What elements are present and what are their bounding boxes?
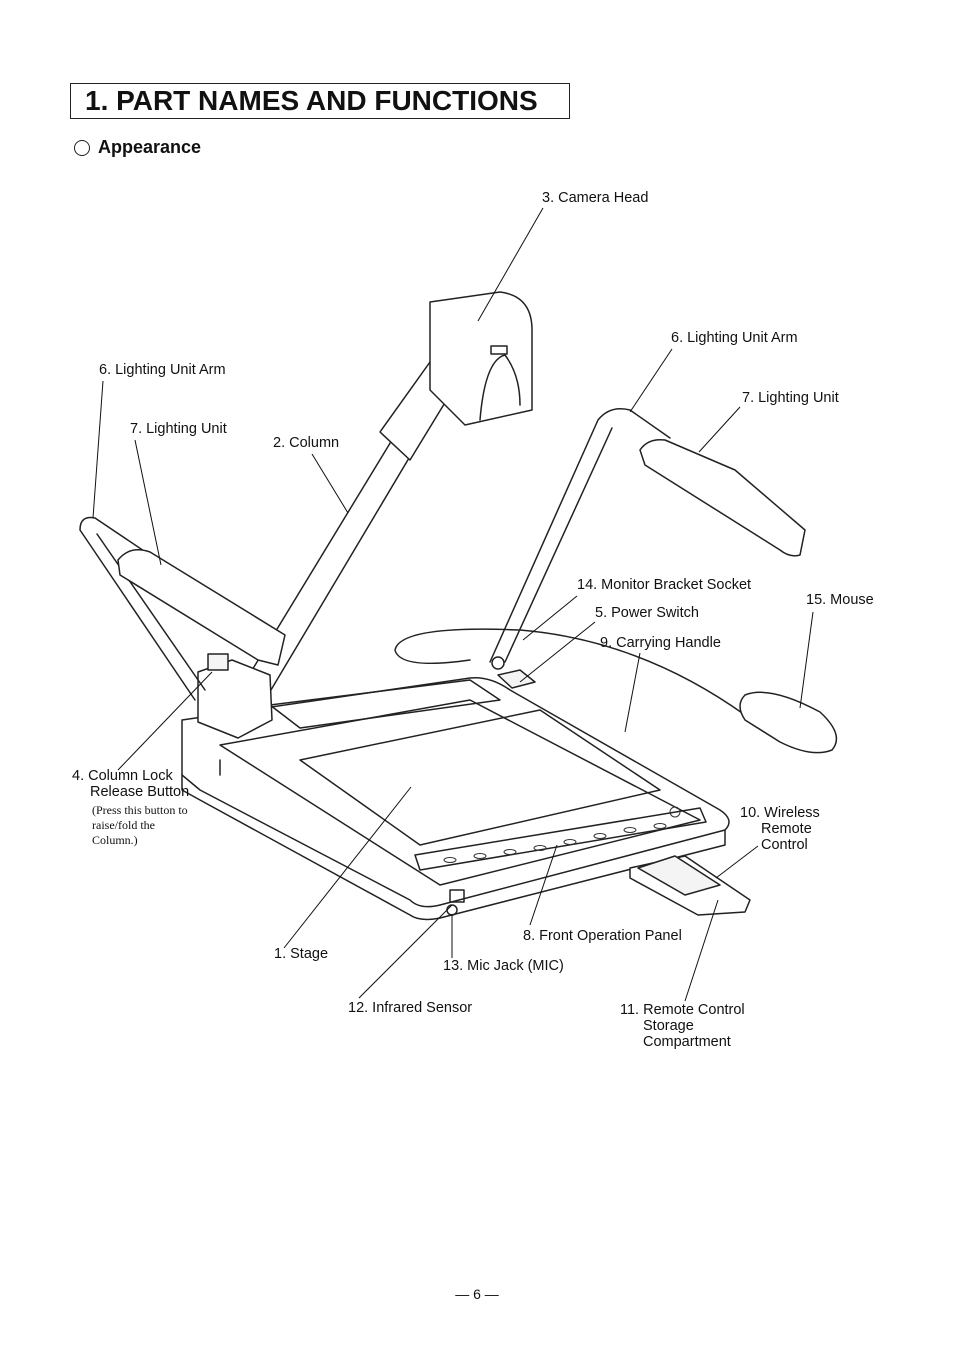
label-column-lock-line2: Release Button xyxy=(90,784,190,800)
column-lock-note: (Press this button to raise/fold the Col… xyxy=(92,803,188,848)
label-infrared-sensor: 12. Infrared Sensor xyxy=(348,1000,473,1016)
page-title: 1. PART NAMES AND FUNCTIONS xyxy=(70,83,570,119)
section-heading: Appearance xyxy=(74,137,201,158)
label-column-lock-line1: 4. Column Lock xyxy=(72,768,173,784)
label-wireless-line3: Control xyxy=(761,837,808,853)
section-title: Appearance xyxy=(98,137,202,157)
label-remote-storage: 11. Remote Control Storage Compartment xyxy=(620,1002,745,1050)
label-front-operation-panel: 8. Front Operation Panel xyxy=(523,928,682,944)
label-mouse: 15. Mouse xyxy=(806,592,874,608)
label-power-switch: 5. Power Switch xyxy=(595,605,699,621)
label-storage-line2: Storage xyxy=(643,1018,694,1034)
column-lock-note-line3: Column.) xyxy=(92,833,138,847)
label-storage-line1: 11. Remote Control xyxy=(620,1002,745,1018)
label-column: 2. Column xyxy=(273,435,340,451)
label-monitor-bracket-socket: 14. Monitor Bracket Socket xyxy=(577,577,752,593)
circle-bullet-icon xyxy=(74,139,90,156)
label-wireless-line2: Remote xyxy=(761,821,812,837)
page-number: — 6 — xyxy=(455,1286,499,1302)
label-lighting-unit-right: 7. Lighting Unit xyxy=(742,390,839,406)
column-lock-note-line1: (Press this button to xyxy=(92,803,188,817)
label-stage: 1. Stage xyxy=(274,946,329,962)
label-carrying-handle: 9. Carrying Handle xyxy=(600,635,721,651)
label-storage-line3: Compartment xyxy=(643,1034,731,1050)
label-column-lock: 4. Column Lock Release Button xyxy=(72,768,189,800)
label-wireless-remote: 10. Wireless Remote Control xyxy=(740,805,820,853)
label-wireless-line1: 10. Wireless xyxy=(740,805,820,821)
label-lighting-unit-arm-right: 6. Lighting Unit Arm xyxy=(671,330,798,346)
column-lock-note-line2: raise/fold the xyxy=(92,818,155,832)
label-camera-head: 3. Camera Head xyxy=(542,190,649,206)
label-mic-jack: 13. Mic Jack (MIC) xyxy=(443,958,564,974)
label-lighting-unit-left: 7. Lighting Unit xyxy=(130,421,227,437)
label-lighting-unit-arm-left: 6. Lighting Unit Arm xyxy=(99,362,226,378)
